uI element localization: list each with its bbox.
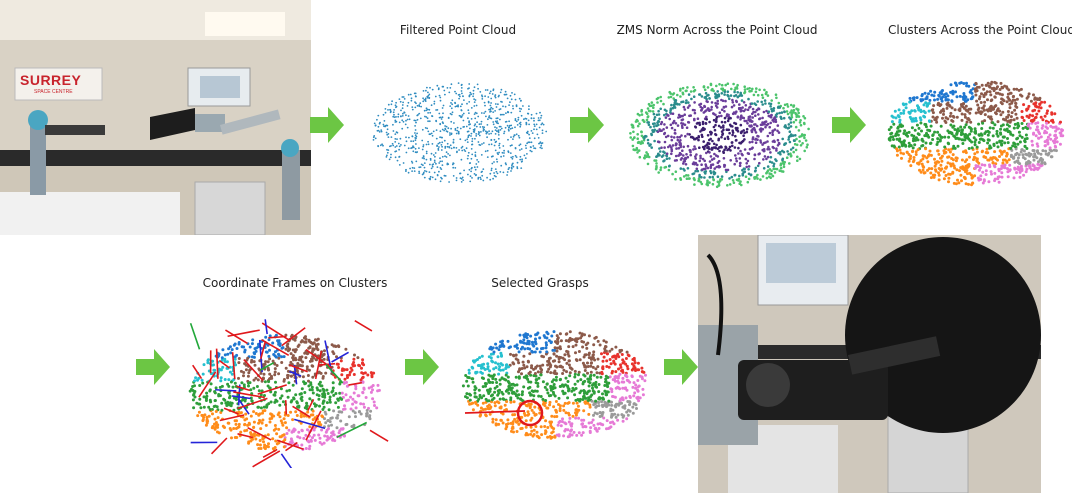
grasps-point-cloud bbox=[461, 330, 647, 440]
zms-point-cloud bbox=[629, 82, 810, 189]
frames-title: Coordinate Frames on Clusters bbox=[202, 276, 388, 290]
arrow-right-icon bbox=[664, 349, 698, 385]
grasps-title: Selected Grasps bbox=[491, 276, 589, 290]
clusters-title: Clusters Across the Point Cloud bbox=[888, 23, 1072, 37]
logo-subtext: SPACE CENTRE bbox=[34, 89, 73, 95]
arrow-right-icon bbox=[405, 349, 439, 385]
gripper-photo-image bbox=[698, 235, 1041, 493]
arrow-right-icon bbox=[832, 107, 866, 143]
arrow-right-icon bbox=[136, 349, 170, 385]
lab-photo: SURREY SPACE CENTRE bbox=[0, 0, 311, 235]
frames-point-cloud bbox=[188, 319, 389, 468]
logo-text: SURREY bbox=[20, 72, 82, 88]
lab-photo-image bbox=[0, 0, 311, 235]
gripper-photo bbox=[698, 235, 1041, 493]
arrow-right-icon bbox=[310, 107, 344, 143]
filtered-title: Filtered Point Cloud bbox=[399, 23, 517, 37]
zms-title: ZMS Norm Across the Point Cloud bbox=[616, 23, 818, 37]
arrow-right-icon bbox=[570, 107, 604, 143]
filtered-point-cloud bbox=[372, 82, 548, 183]
selected-grasp-marker bbox=[516, 399, 544, 427]
clusters-point-cloud bbox=[887, 80, 1065, 187]
